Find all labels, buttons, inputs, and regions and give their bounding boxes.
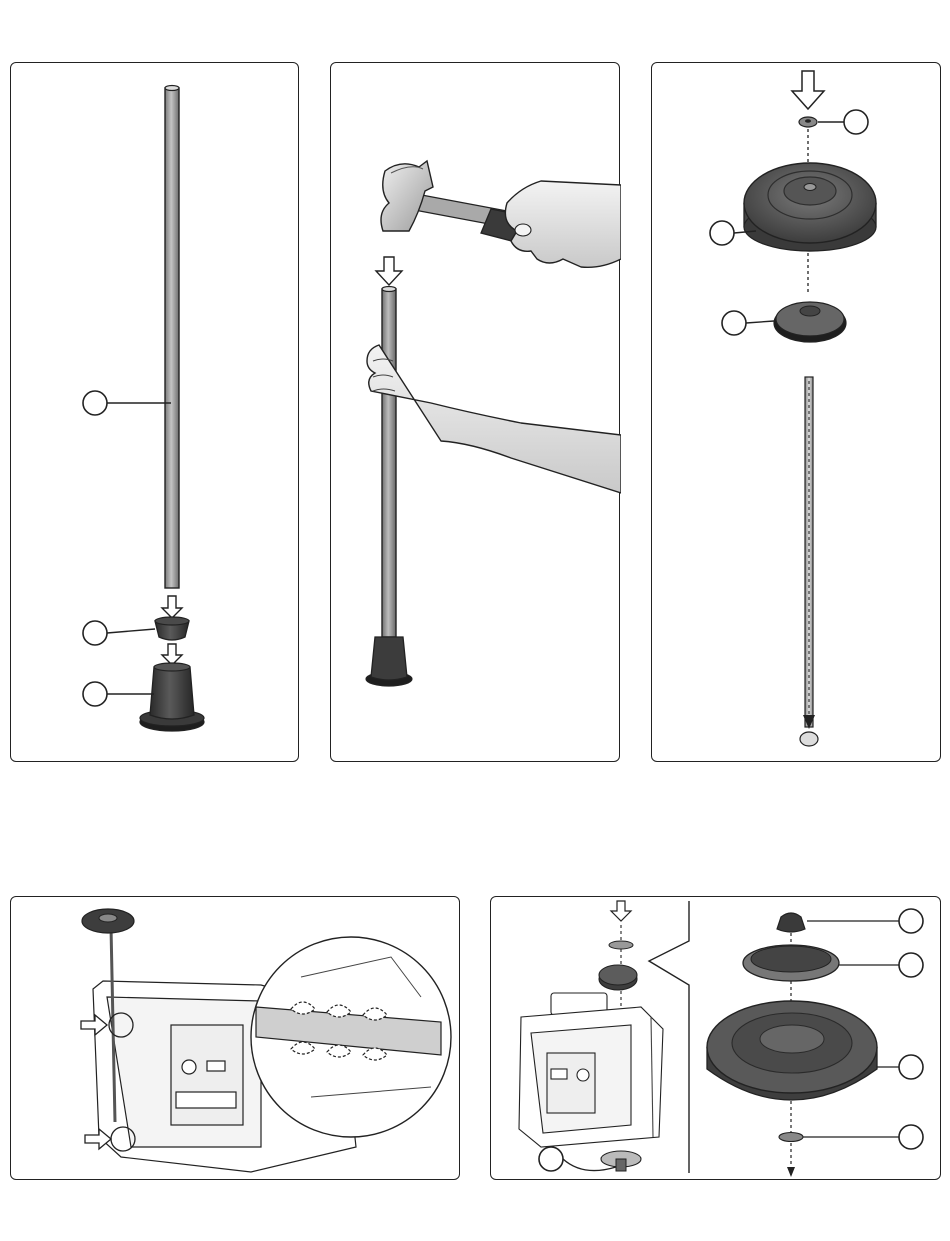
hub-cap-drawing bbox=[743, 945, 839, 981]
hub-cap-drawing bbox=[774, 302, 846, 342]
stand-body-drawing bbox=[519, 993, 663, 1147]
down-arrow-icon bbox=[162, 644, 182, 665]
wheel-drawing bbox=[599, 965, 637, 990]
washer-drawing bbox=[779, 1133, 803, 1142]
step-e-panel bbox=[490, 896, 941, 1180]
step-d-illustration bbox=[11, 897, 461, 1181]
foot-base-drawing bbox=[140, 663, 204, 731]
down-arrow-icon bbox=[376, 257, 402, 285]
callout-hub-cap bbox=[722, 311, 774, 335]
step-d-panel bbox=[10, 896, 460, 1180]
assembled-rod-drawing bbox=[366, 287, 412, 687]
callout-wheel bbox=[877, 1055, 923, 1079]
push-nut-drawing bbox=[799, 117, 817, 127]
step-b-panel bbox=[330, 62, 620, 762]
callout-cap-nut bbox=[807, 909, 923, 933]
wheel-drawing bbox=[707, 1001, 877, 1100]
wheel-drawing bbox=[744, 163, 876, 251]
callout-hub-cap bbox=[839, 953, 923, 977]
washer-drawing bbox=[609, 941, 633, 949]
axle-cap-drawing bbox=[155, 617, 189, 640]
callout-axle-cap bbox=[83, 621, 155, 645]
step-c-illustration bbox=[652, 63, 942, 763]
step-c-panel bbox=[651, 62, 941, 762]
leveling-foot-drawing bbox=[601, 1151, 641, 1171]
step-a-panel bbox=[10, 62, 299, 762]
down-arrow-icon bbox=[792, 71, 824, 109]
callout-push-nut bbox=[818, 110, 868, 134]
callout-foot-base bbox=[83, 682, 154, 706]
zoom-detail-drawing bbox=[251, 937, 451, 1137]
axle-rod-drawing bbox=[800, 377, 818, 746]
down-arrow-icon bbox=[611, 901, 631, 921]
step-e-illustration bbox=[491, 897, 942, 1181]
step-b-illustration bbox=[331, 63, 621, 763]
step-a-illustration bbox=[11, 63, 300, 763]
down-arrow-icon bbox=[162, 596, 182, 618]
hand-drawing bbox=[505, 181, 621, 267]
callout-axle-rod bbox=[83, 391, 171, 415]
callout-washer bbox=[803, 1125, 923, 1149]
cap-nut-drawing bbox=[777, 913, 805, 932]
hand-drawing bbox=[367, 345, 621, 493]
axle-rod-drawing bbox=[165, 86, 179, 589]
